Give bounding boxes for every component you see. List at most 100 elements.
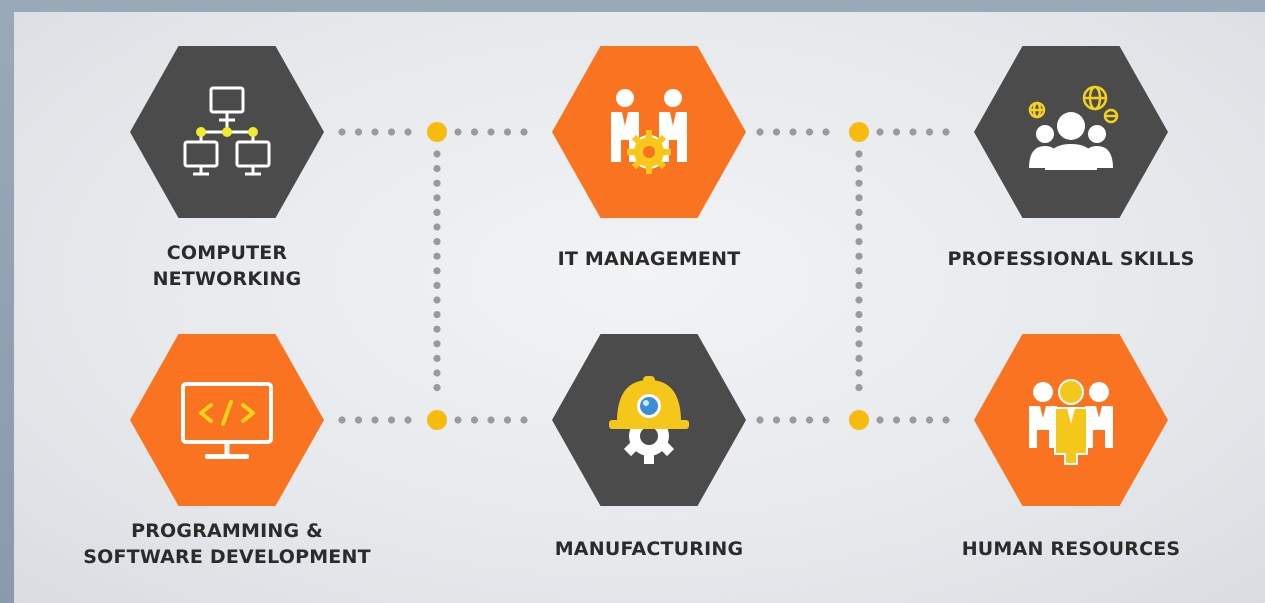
connector-dot [404,128,412,136]
connector-dot [433,165,441,173]
connector-dot [855,150,863,158]
connector-dot [855,311,863,319]
junction-dot-bottom-left [427,410,447,430]
connector-dot [855,267,863,275]
connector-dot [487,128,495,136]
connector-dot [371,416,379,424]
code-monitor-icon [181,382,273,459]
connector-dot [338,128,346,136]
connector-dot [772,416,781,424]
connector-dot [433,179,441,187]
diagram-panel: COMPUTER NETWORKING [14,12,1265,603]
connector-dot [855,325,863,333]
connector-dot [433,252,441,260]
label-line: IT MANAGEMENT [557,248,741,270]
connector-dot [789,128,797,136]
connector-dot [855,369,863,377]
connector-dot [855,340,863,348]
connector-dot [855,165,863,173]
connector-dot [909,128,917,136]
connector-dot [855,252,863,260]
connector-dot [433,267,441,275]
label-it-management: IT MANAGEMENT [532,246,766,272]
connector-dot [855,194,863,202]
connector-dot [433,150,441,158]
managers-gear-icon [611,89,687,174]
label-line: NETWORKING [152,268,302,290]
connector-dot [433,238,441,246]
connector-dot [433,325,441,333]
label-line: COMPUTER [166,242,288,264]
connector-dot [433,384,441,392]
connector-dot [520,416,528,424]
connector-dot [892,416,901,424]
connector-dot [433,354,441,362]
connector-dot [805,416,814,424]
label-human-resources: HUMAN RESOURCES [924,536,1218,562]
label-computer-networking: COMPUTER NETWORKING [110,240,344,292]
connector-dot [433,194,441,202]
label-programming: PROGRAMMING & SOFTWARE DEVELOPMENT [70,518,384,570]
label-line: MANUFACTURING [554,538,744,560]
connector-dot [387,416,396,424]
connector-dot [855,238,863,246]
connector-dot [433,369,441,377]
connector-dot [404,416,412,424]
team-leader-icon [1029,379,1113,465]
label-line: HUMAN RESOURCES [961,538,1181,560]
connector-dot [371,128,379,136]
connector-dot [855,296,863,304]
connector-dot [855,208,863,216]
connector-dot [855,354,863,362]
connector-dot [772,128,781,136]
connector-dot [805,128,814,136]
connector-dot [433,340,441,348]
connector-dot [433,281,441,289]
connector-dot [354,128,363,136]
connector-dot [487,416,495,424]
connector-dot [433,311,441,319]
connector-dot [454,128,462,136]
connector-dot [354,416,363,424]
connector-dot [338,416,346,424]
network-computers-icon [183,86,271,176]
connector-dot [387,128,396,136]
connector-dot [433,223,441,231]
connector-dot [892,128,901,136]
connector-dot [789,416,797,424]
connector-dot [433,296,441,304]
connector-dot [942,416,950,424]
label-manufacturing: MANUFACTURING [532,536,766,562]
connector-dot [433,208,441,216]
connector-dot [876,128,884,136]
connector-dot [855,281,863,289]
connector-dot [855,384,863,392]
connector-dot [855,179,863,187]
connector-dot [503,416,512,424]
label-line: PROGRAMMING & [131,520,323,542]
hardhat-gear-icon [609,376,689,464]
connector-dot [822,128,830,136]
connector-dot [756,416,764,424]
connector-dot [909,416,917,424]
connector-dot [454,416,462,424]
connector-dot [470,416,479,424]
connector-dot [756,128,764,136]
junction-dot-top-right [849,122,869,142]
junction-dot-bottom-right [849,410,869,430]
connector-dot [942,128,950,136]
connector-dot [520,128,528,136]
connector-dot [470,128,479,136]
global-team-icon [1028,85,1119,170]
junction-dot-top-left [427,122,447,142]
connector-dot [822,416,830,424]
connector-dot [876,416,884,424]
connector-dot [503,128,512,136]
connector-dot [855,223,863,231]
connector-dot [925,128,934,136]
label-line: SOFTWARE DEVELOPMENT [83,546,371,568]
label-line: PROFESSIONAL SKILLS [947,248,1195,270]
connector-dot [925,416,934,424]
label-professional-skills: PROFESSIONAL SKILLS [924,246,1218,272]
